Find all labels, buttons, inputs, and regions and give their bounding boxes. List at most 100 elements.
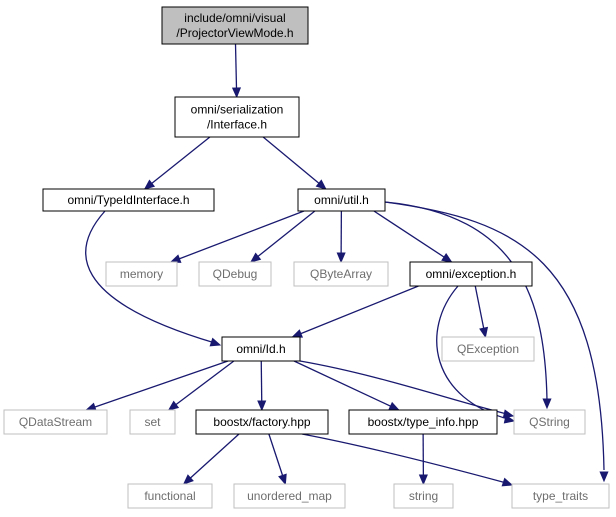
- node-label: omni/Id.h: [236, 342, 285, 356]
- edge-arrowhead: [249, 252, 262, 263]
- edge-util-to-type_traits: [384, 201, 609, 483]
- edge-arrowhead: [167, 400, 180, 411]
- edge-exception-to-id: [291, 285, 419, 338]
- edges-layer: [85, 43, 609, 487]
- edge-line: [384, 201, 605, 471]
- edge-util-to-qstring: [384, 201, 552, 410]
- edge-arrowhead: [231, 87, 242, 99]
- node-label: omni/exception.h: [426, 267, 517, 281]
- edge-line: [86, 360, 229, 411]
- edge-line: [373, 210, 452, 263]
- node-box: [221, 336, 301, 362]
- edge-arrowhead: [502, 409, 515, 419]
- node-box: [297, 188, 386, 212]
- node-box: [233, 483, 346, 509]
- node-label: include/omni/visual: [184, 11, 285, 25]
- edge-arrowhead: [209, 337, 222, 347]
- edge-arrowhead: [278, 473, 287, 486]
- edge-util-to-qdebug: [249, 210, 316, 263]
- node-label: QByteArray: [310, 267, 372, 281]
- node-qdebug: QDebug: [198, 261, 272, 287]
- node-typeid[interactable]: omni/TypeIdInterface.h: [42, 188, 215, 212]
- node-box: [161, 6, 309, 45]
- node-box: [393, 483, 454, 509]
- node-label: boostx/type_info.hpp: [368, 415, 479, 429]
- node-box: [42, 188, 215, 212]
- node-label: QException: [457, 342, 519, 356]
- node-root[interactable]: include/omni/visual/ProjectorViewMode.h: [161, 6, 309, 45]
- edge-line: [293, 360, 399, 411]
- node-box: [195, 409, 329, 435]
- node-box: [129, 409, 176, 435]
- edge-line: [250, 210, 316, 263]
- node-label: omni/TypeIdInterface.h: [67, 193, 189, 207]
- edge-line: [170, 210, 305, 263]
- node-box: [293, 261, 389, 287]
- edge-factory-to-unordered_map: [268, 433, 287, 486]
- node-label: /Interface.h: [207, 118, 267, 132]
- edge-util-to-qbytearray: [336, 210, 346, 264]
- edge-factory-to-type_traits: [301, 433, 514, 487]
- node-label: string: [409, 489, 438, 503]
- node-box: [441, 336, 535, 362]
- node-typeinfo[interactable]: boostx/type_info.hpp: [348, 409, 498, 435]
- node-box: [3, 409, 108, 435]
- node-label: omni/serialization: [191, 103, 284, 117]
- node-label: type_traits: [533, 489, 588, 503]
- edge-arrowhead: [501, 477, 514, 487]
- edge-util-to-exception: [373, 210, 453, 263]
- node-qdatastream: QDataStream: [3, 409, 108, 435]
- edge-arrowhead: [542, 398, 552, 410]
- edge-id-to-qstring: [299, 360, 515, 419]
- edge-factory-to-functional: [182, 433, 240, 485]
- edge-line: [301, 433, 511, 485]
- edge-util-to-memory: [169, 210, 305, 263]
- edge-arrowhead: [169, 254, 182, 263]
- edge-id-to-set: [167, 360, 235, 411]
- node-set: set: [129, 409, 176, 435]
- edge-line: [85, 210, 216, 344]
- node-factory[interactable]: boostx/factory.hpp: [195, 409, 329, 435]
- node-label: memory: [120, 267, 163, 281]
- node-box: [348, 409, 498, 435]
- node-label: omni/util.h: [314, 193, 369, 207]
- node-box: [511, 483, 610, 509]
- node-label: QDataStream: [19, 415, 92, 429]
- node-box: [174, 96, 300, 138]
- nodes-layer: include/omni/visual/ProjectorViewMode.h o…: [3, 6, 610, 509]
- node-serialization[interactable]: omni/serialization/Interface.h: [174, 96, 300, 138]
- edge-line: [262, 136, 327, 190]
- node-string: string: [393, 483, 454, 509]
- edge-id-to-typeinfo: [293, 360, 400, 411]
- node-exception[interactable]: omni/exception.h: [409, 261, 533, 287]
- edge-arrowhead: [441, 252, 453, 263]
- edge-arrowhead: [315, 179, 327, 190]
- node-qexception: QException: [441, 336, 535, 362]
- edge-arrowhead: [291, 329, 304, 338]
- edge-id-to-qdatastream: [85, 360, 229, 412]
- edge-arrowhead: [257, 400, 267, 412]
- edge-arrowhead: [182, 474, 194, 485]
- node-label: unordered_map: [247, 489, 332, 503]
- edge-line: [292, 285, 419, 338]
- node-label: boostx/factory.hpp: [213, 415, 310, 429]
- node-label: functional: [144, 489, 195, 503]
- node-util[interactable]: omni/util.h: [297, 188, 386, 212]
- edge-root-to-serialization: [231, 43, 242, 99]
- node-box: [105, 261, 178, 287]
- edge-typeinfo-to-string: [418, 433, 428, 486]
- edge-id-to-factory: [257, 360, 267, 412]
- node-label: set: [144, 415, 161, 429]
- node-functional: functional: [127, 483, 213, 509]
- node-label: QString: [529, 415, 570, 429]
- edge-line: [168, 360, 235, 411]
- edge-arrowhead: [479, 326, 489, 339]
- node-label: /ProjectorViewMode.h: [176, 26, 293, 40]
- edge-arrowhead: [599, 471, 609, 483]
- node-box: [127, 483, 213, 509]
- node-qbytearray: QByteArray: [293, 261, 389, 287]
- node-box: [513, 409, 586, 435]
- edge-arrowhead: [388, 401, 400, 411]
- node-id[interactable]: omni/Id.h: [221, 336, 301, 362]
